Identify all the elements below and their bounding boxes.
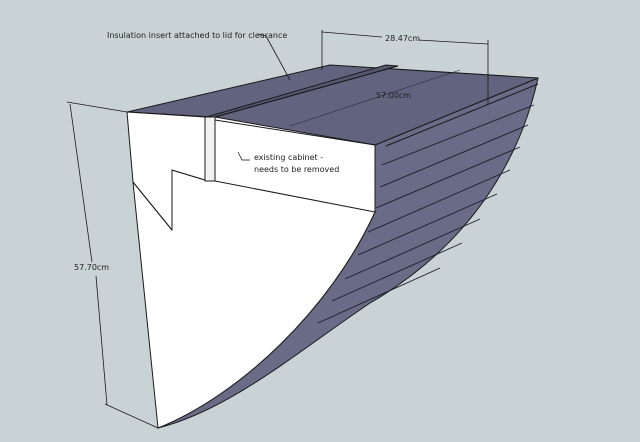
width-dimension-label: 28.47cm xyxy=(385,34,420,43)
left-slab-face xyxy=(126,111,206,231)
depth-dimension-label: 57.00cm xyxy=(376,91,411,100)
strip-edge xyxy=(214,65,399,118)
cabinet-note-line1: existing cabinet - xyxy=(254,153,323,162)
depth-guide-line xyxy=(289,69,461,127)
insulation-note-text: Insulation insert attached to lid for cl… xyxy=(107,31,287,40)
cabinet-note-line2: needs to be removed xyxy=(254,165,339,174)
lid-front-edge xyxy=(385,83,539,147)
height-dimension: 57.70cm xyxy=(66,101,159,429)
height-dimension-label: 57.70cm xyxy=(74,263,109,272)
width-dimension: 28.47cm xyxy=(321,30,489,104)
cabinet-slot xyxy=(204,116,216,182)
curved-face-seams xyxy=(317,104,535,324)
cabinet-annotation: existing cabinet - needs to be removed xyxy=(237,151,339,174)
insulation-annotation: Insulation insert attached to lid for cl… xyxy=(107,31,291,81)
